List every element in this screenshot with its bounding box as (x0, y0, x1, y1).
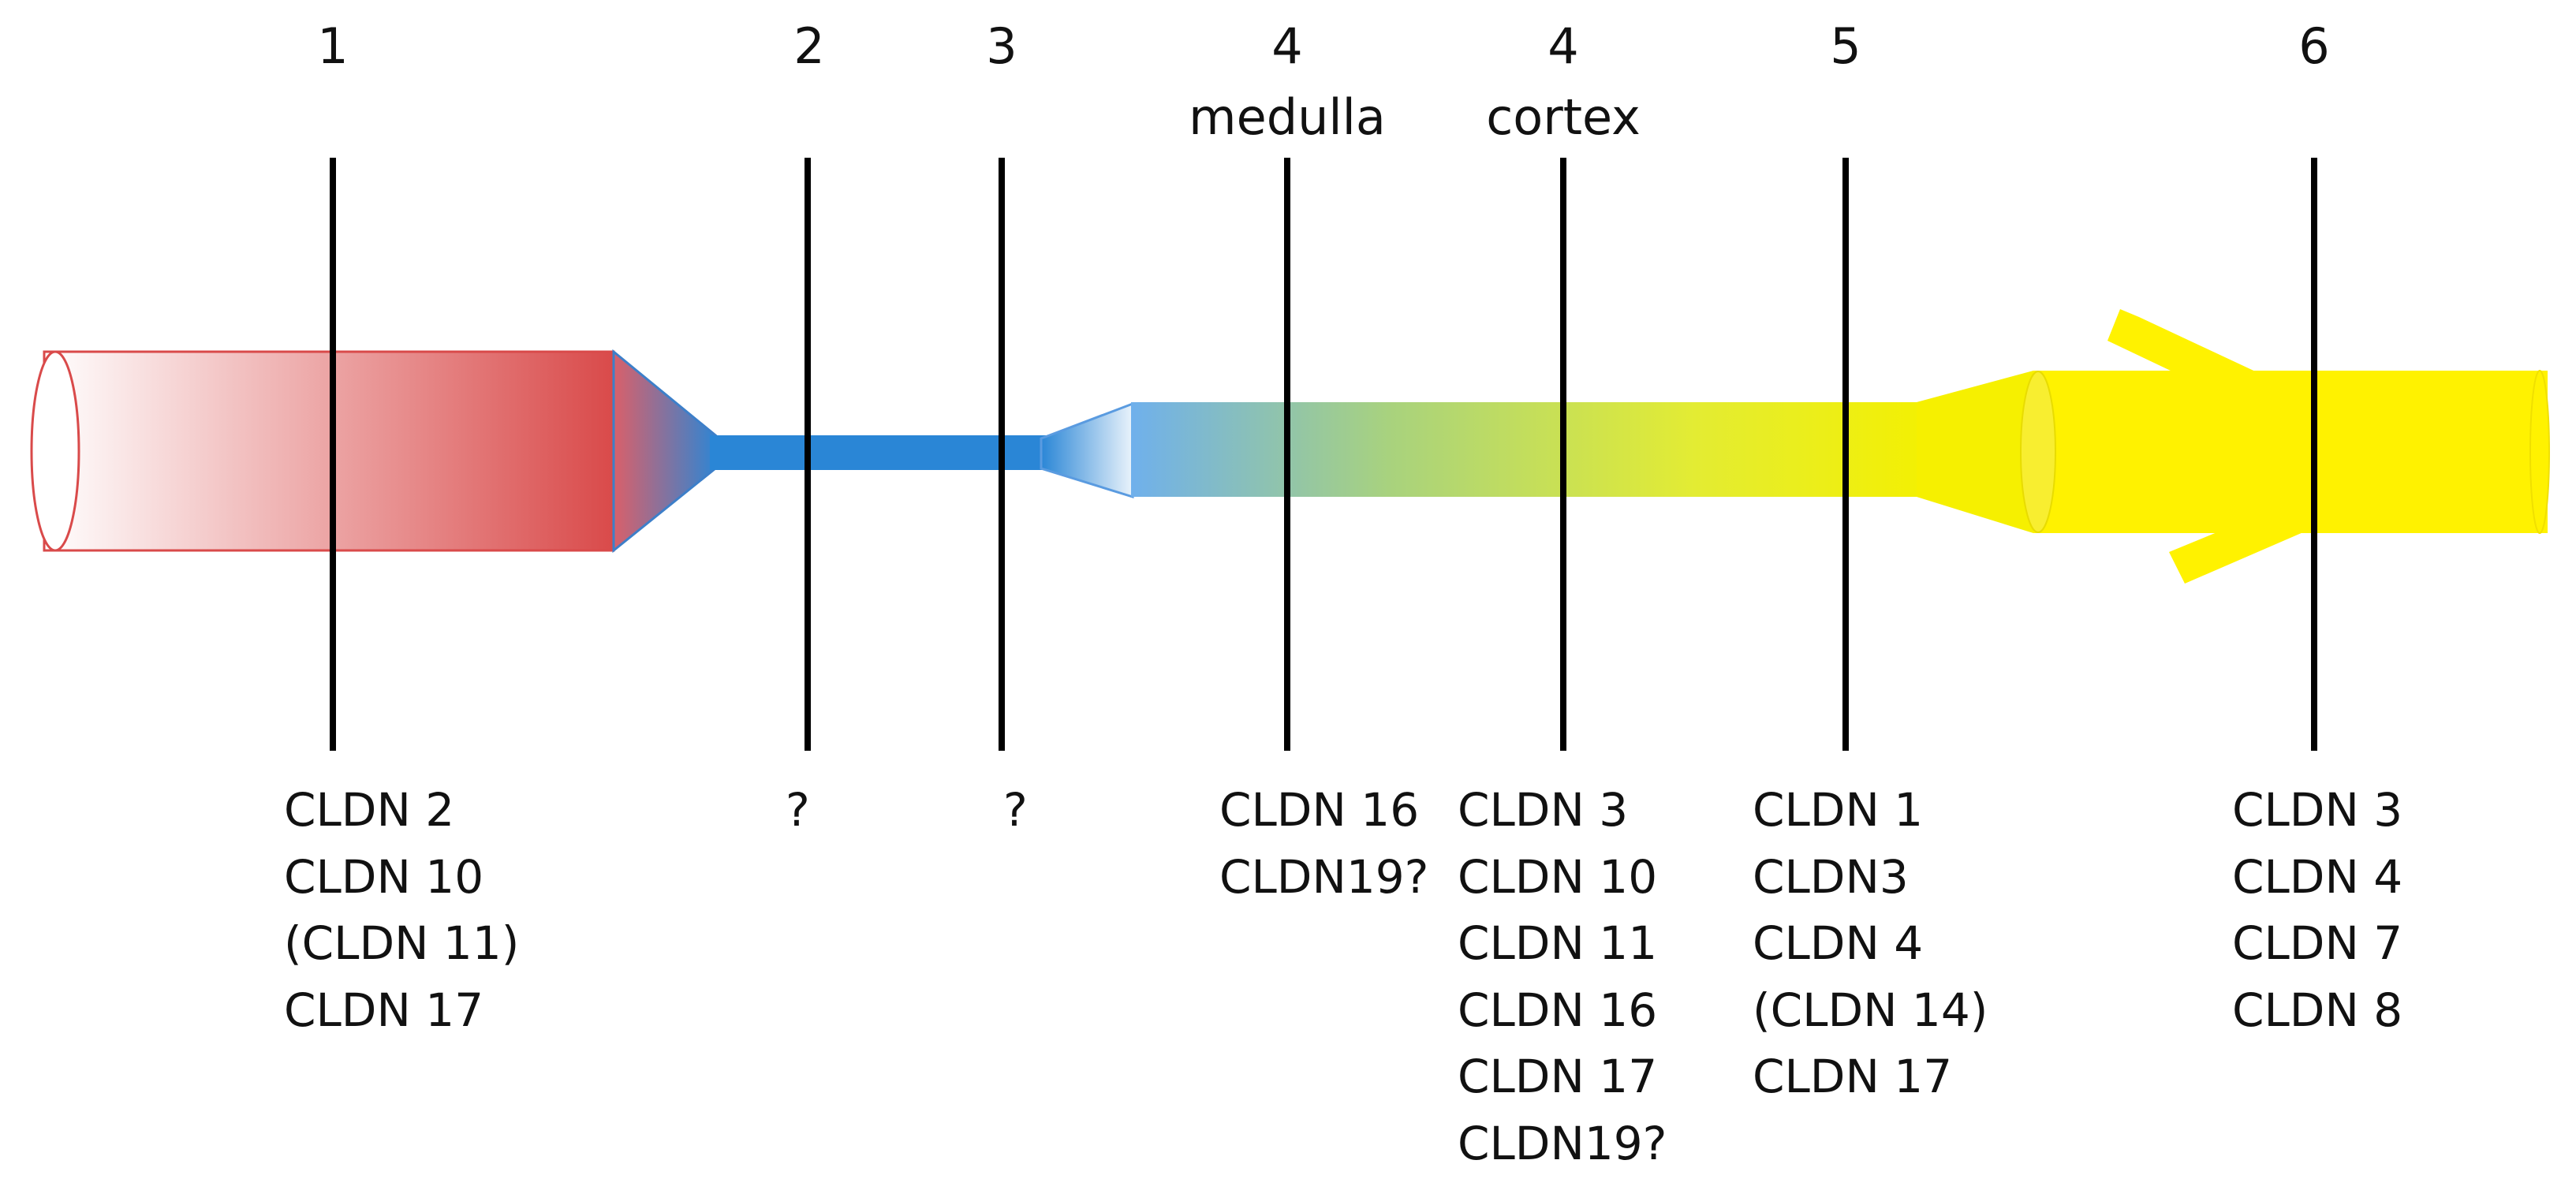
segment-dividers (330, 158, 2317, 751)
claudin-label: CLDN 17 (1458, 1050, 1658, 1103)
claudin-list-segment-5: CLDN 1 CLDN3 CLDN 4 (CLDN 14) CLDN 17 (1753, 777, 1988, 1110)
collecting-duct-inner-cap (2020, 371, 2056, 533)
proximal-tubule-segment (43, 350, 615, 552)
thick-ascending-limb-segment (1131, 402, 1936, 497)
thick-limb-flare (1040, 401, 1134, 499)
segment-number: 2 (793, 17, 825, 75)
segment-number: 4 (1271, 17, 1303, 75)
claudin-label: CLDN19? (1458, 1116, 1667, 1170)
thin-limb-segment (710, 435, 1051, 470)
claudin-label: CLDN19? (1219, 849, 1429, 904)
claudin-label: (CLDN 14) (1753, 983, 1988, 1037)
claudin-label: CLDN 17 (1753, 1050, 1953, 1103)
claudin-label: CLDN 1 (1753, 783, 1924, 837)
claudin-label: CLDN 11 (1458, 916, 1658, 970)
segment-number: 3 (986, 17, 1017, 75)
claudin-label: CLDN 17 (284, 983, 484, 1037)
segment-region-label: medulla (1189, 88, 1386, 146)
tubule-shape (30, 309, 2550, 584)
claudin-label: ? (786, 783, 810, 837)
collecting-duct-end-cap (2529, 370, 2550, 534)
segment-number: 5 (1830, 17, 1861, 75)
claudin-label: CLDN 3 (1458, 783, 1629, 837)
claudin-label: CLDN 10 (284, 849, 484, 904)
segment-number: 6 (2298, 17, 2330, 75)
proximal-taper (612, 349, 721, 554)
claudin-label: CLDN 2 (284, 783, 455, 837)
claudin-list-segment-2: ? (786, 777, 810, 844)
proximal-tubule-end-cap (30, 350, 80, 552)
claudin-label: CLDN 7 (2232, 916, 2403, 970)
segment-region-label: cortex (1486, 88, 1641, 146)
claudin-label: CLDN 4 (1753, 916, 1924, 970)
claudin-label: (CLDN 11) (284, 916, 520, 970)
claudin-label: CLDN 3 (2232, 783, 2403, 837)
claudin-list-segment-4-medulla: CLDN 16 CLDN19? (1219, 777, 1428, 910)
collecting-duct-segment (2033, 371, 2548, 533)
segment-number: 4 (1547, 17, 1579, 75)
claudin-label: CLDN 16 (1458, 983, 1658, 1037)
claudin-label: CLDN 10 (1458, 849, 1658, 904)
distal-taper (1917, 371, 2033, 533)
claudin-label: ? (1003, 783, 1028, 837)
claudin-list-segment-6: CLDN 3 CLDN 4 CLDN 7 CLDN 8 (2232, 777, 2402, 1043)
claudin-list-segment-1: CLDN 2 CLDN 10 (CLDN 11) CLDN 17 (284, 777, 519, 1043)
claudin-label: CLDN3 (1753, 849, 1909, 904)
claudin-list-segment-3: ? (1003, 777, 1028, 844)
claudin-label: CLDN 8 (2232, 983, 2403, 1037)
claudin-label: CLDN 16 (1219, 783, 1420, 837)
claudin-list-segment-4-cortex: CLDN 3 CLDN 10 CLDN 11 CLDN 16 CLDN 17 C… (1458, 777, 1667, 1177)
segment-number: 1 (317, 17, 349, 75)
claudin-label: CLDN 4 (2232, 849, 2403, 904)
